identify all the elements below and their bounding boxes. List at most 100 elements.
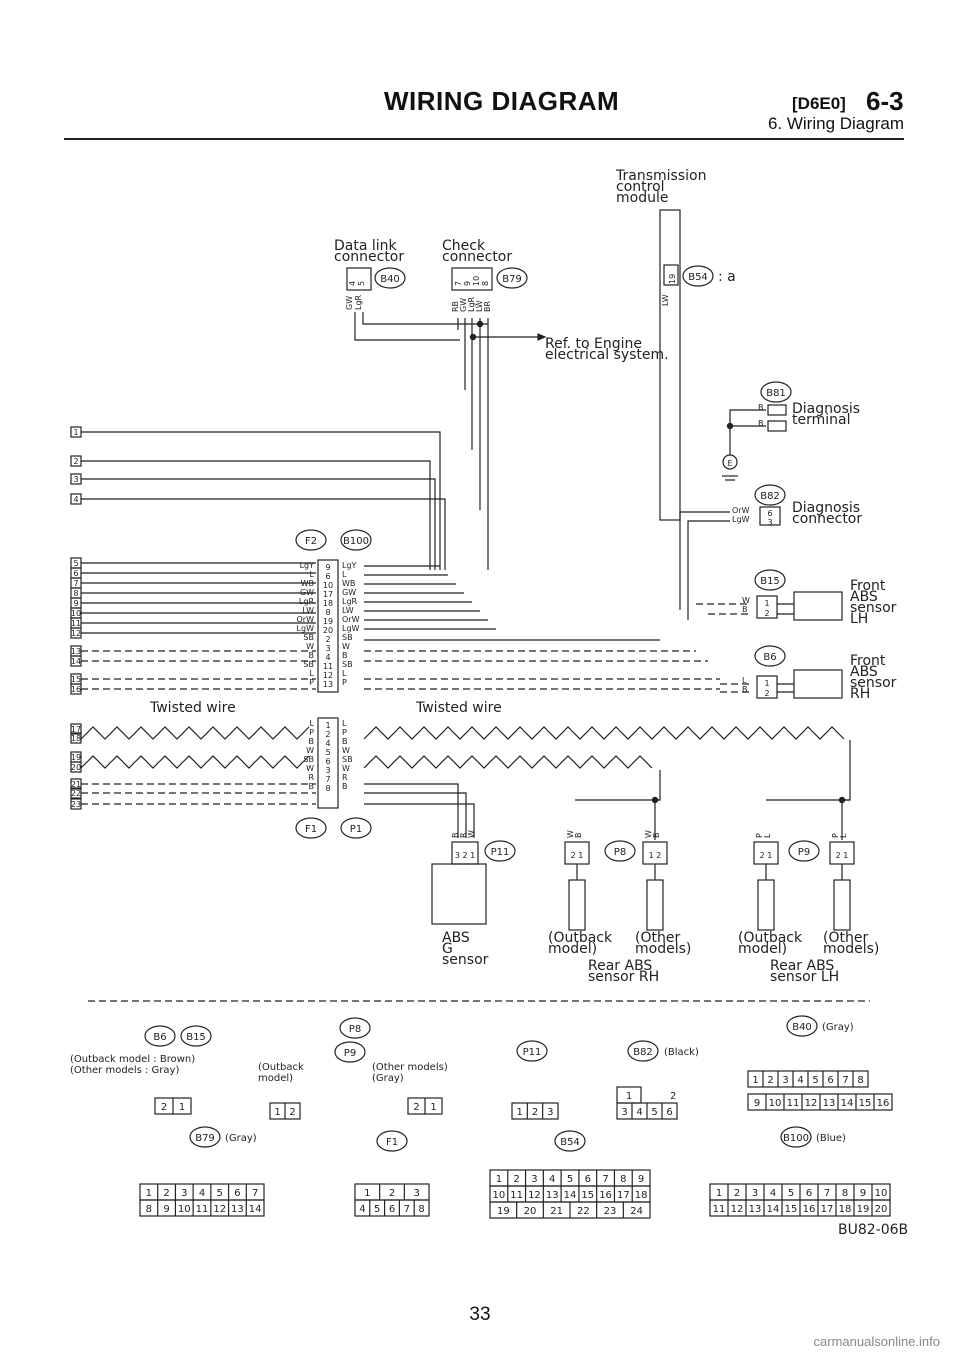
left-terminal-num: 4 [73, 495, 78, 504]
abs-g-label: G [442, 941, 453, 957]
p1-wire: B [342, 782, 348, 791]
legend-b54-pins-pin: 9 [638, 1174, 644, 1185]
legend-p8-oval [339, 1017, 371, 1039]
f2-wire: SB [303, 633, 314, 642]
wire [654, 770, 661, 840]
b100-wire: OrW [342, 615, 360, 624]
p9-outback-sensor [757, 879, 775, 931]
p9-other-wire: L [839, 833, 848, 838]
rear-abs-lh-label: Rear ABS [770, 958, 834, 974]
b79-wire-color: RB [451, 301, 460, 312]
legend-p9-oval [334, 1041, 366, 1063]
wire [81, 431, 441, 570]
legend-b54-pins-pin: 7 [602, 1174, 608, 1185]
abs-g-label: sensor [442, 952, 489, 968]
legend-b100-pins-pin: 12 [731, 1204, 744, 1215]
legend-b79-pins-pin: 3 [181, 1188, 187, 1199]
left-terminal [70, 683, 82, 695]
left-terminal-num: 19 [71, 753, 81, 762]
f2-pin: 9 [325, 563, 330, 572]
legend-b54-pins-pin: 19 [497, 1206, 510, 1217]
p9-other-pins: 2 1 [836, 851, 849, 860]
f1-oval [295, 817, 327, 839]
legend-b40-pins-pin: 2 [767, 1075, 773, 1086]
left-terminal [70, 627, 82, 639]
left-terminal-num: 6 [73, 569, 78, 578]
page-number: 33 [469, 1304, 491, 1325]
f2-oval [295, 529, 327, 551]
f2-pin: 11 [323, 662, 333, 671]
splice-dot [476, 320, 484, 328]
f2-wire: WB [301, 579, 314, 588]
ref-engine-label: electrical system. [545, 347, 669, 363]
p1-wire: P [342, 728, 347, 737]
legend-p11-label: P11 [523, 1047, 542, 1058]
b82-pin: 6 [767, 509, 772, 518]
wire [81, 478, 436, 570]
diag-terminal-label: terminal [792, 412, 850, 428]
legend-p8-pins-pin: 1 [274, 1107, 280, 1118]
front-abs-lh-label: Front [850, 578, 886, 594]
f2-pin: 6 [325, 572, 330, 581]
legend-b79-pins-pin: 11 [196, 1204, 209, 1215]
left-terminal [70, 778, 82, 790]
b54-wire-color: LW [661, 294, 670, 306]
legend-b6-pins-pin: 2 [161, 1102, 167, 1113]
p8-other-sensor [646, 879, 664, 931]
f1-wire: B [309, 782, 315, 791]
legend-b82-pins-pin: 4 [636, 1107, 642, 1118]
p8-outback-sensor [568, 879, 586, 931]
legend-p11-pins-pin: 2 [532, 1107, 538, 1118]
legend-p9-pins-pin: 2 [413, 1102, 419, 1113]
legend-p11-pins [511, 1102, 559, 1120]
legend-f1-pins-pin: 8 [418, 1204, 424, 1215]
f2-wire: LW [302, 606, 314, 615]
b40-body [346, 267, 372, 291]
legend-b40-oval [786, 1015, 818, 1037]
f2-wire: LgW [297, 624, 315, 633]
b79-pin: 9 [463, 281, 472, 286]
legend-b79-pins-pin: 14 [249, 1204, 262, 1215]
f1-pin: 3 [325, 766, 330, 775]
legend-b54-pins-pin: 23 [604, 1206, 617, 1217]
b82-body [759, 506, 781, 526]
legend-b100-pins-pin: 14 [767, 1204, 780, 1215]
legend-b100-pins-pin: 1 [716, 1188, 722, 1199]
diag-connector-label: connector [792, 511, 862, 527]
legend-b100-pins-pin: 5 [788, 1188, 794, 1199]
wire [687, 520, 730, 620]
page-title: WIRING DIAGRAM [384, 86, 620, 116]
b100-wire: P [342, 678, 347, 687]
legend-b79-pins-pin: 2 [163, 1188, 169, 1199]
outback-label: model) [548, 941, 597, 957]
twisted-pair [363, 755, 653, 769]
legend-b40-pins-pin: 8 [857, 1075, 863, 1086]
f1-wire: R [308, 773, 314, 782]
p1-label: P1 [350, 824, 362, 835]
b100-wire: B [342, 651, 348, 660]
p1-wire: SB [342, 755, 353, 764]
f1-wire: B [309, 737, 315, 746]
legend-f1-pins-pin: 1 [364, 1188, 370, 1199]
left-terminal-num: 18 [71, 734, 81, 743]
legend-p9-pins-pin: 1 [430, 1102, 436, 1113]
b79-wire-color: BR [483, 301, 492, 312]
b15-body [756, 595, 778, 619]
f1-wire: W [306, 746, 314, 755]
left-terminal-num: 14 [71, 657, 81, 666]
abs-g-label: ABS [442, 930, 470, 946]
legend-b82-label: B82 [633, 1047, 653, 1058]
legend-b100-pins-pin: 4 [770, 1188, 776, 1199]
f1-pin: 7 [325, 775, 330, 784]
p8-oval [604, 840, 636, 862]
f2-b100-body [317, 559, 339, 693]
section-code: [D6E0] [792, 94, 846, 113]
legend-b54-pins-pin: 15 [581, 1190, 594, 1201]
legend-b100-pins-pin: 3 [752, 1188, 758, 1199]
outback-label: (Outback [548, 930, 613, 946]
legend-b54-pins-pin: 1 [496, 1174, 502, 1185]
left-terminal-num: 12 [71, 629, 81, 638]
f2-wire: L [310, 669, 315, 678]
legend-b79-pins-pin: 9 [163, 1204, 169, 1215]
legend-b79-pins-pin: 10 [178, 1204, 191, 1215]
